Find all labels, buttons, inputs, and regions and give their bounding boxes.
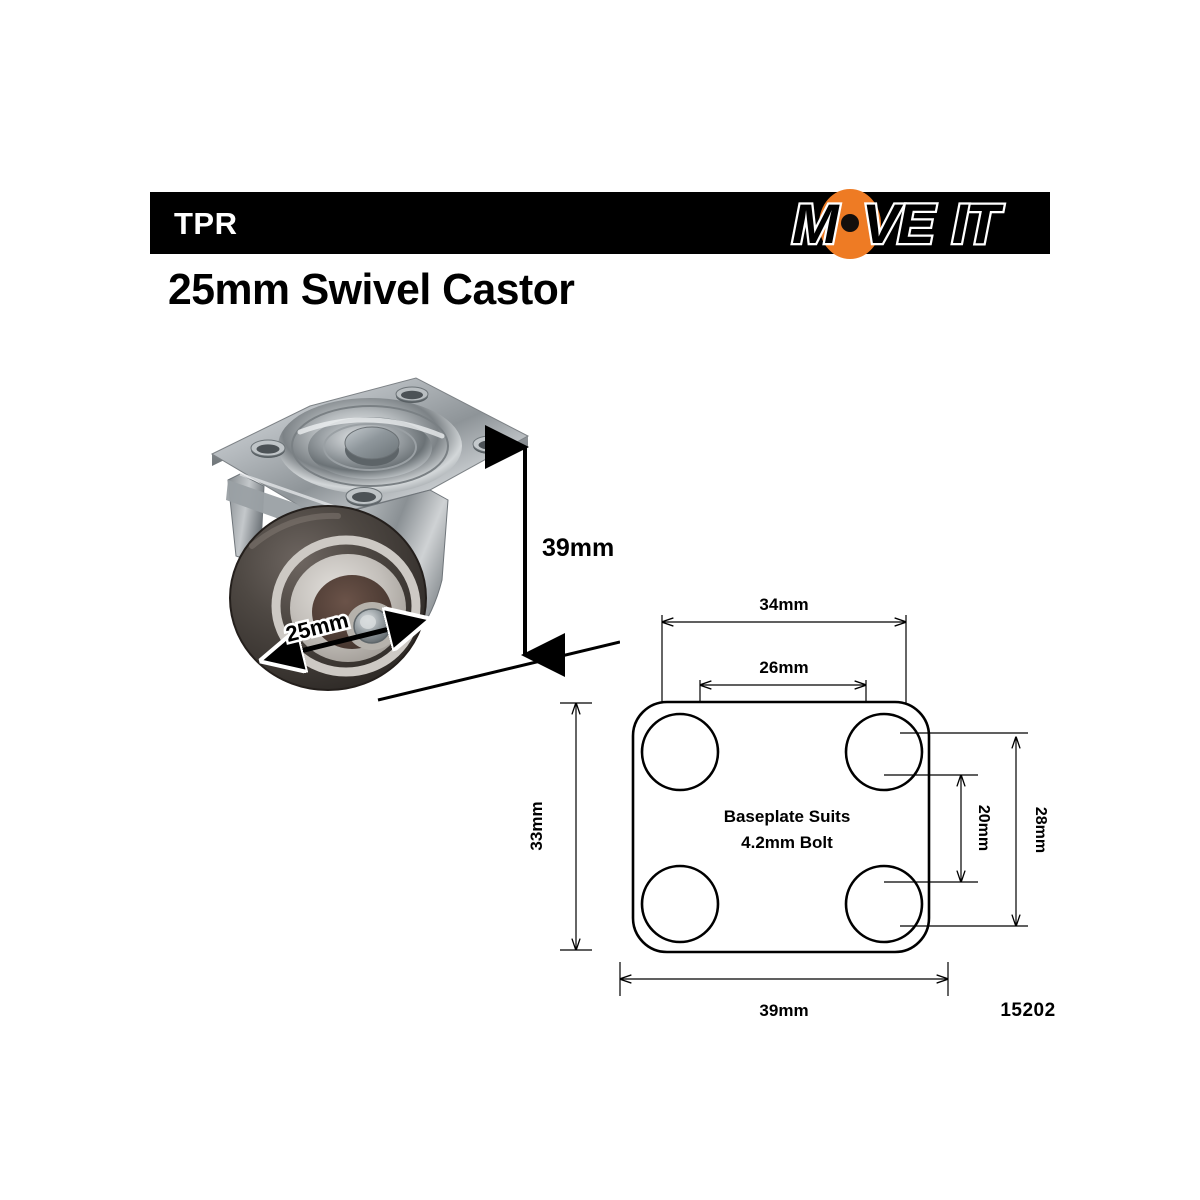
bolt-hole-top-right <box>844 712 924 792</box>
dimension-plate-length-bottom: 39mm <box>619 962 949 1020</box>
dimension-label-20mm: 20mm <box>975 805 992 851</box>
move-it-brand-logo: M VE IT <box>790 189 1009 259</box>
brand-wordmark: M VE IT <box>790 190 1009 258</box>
brand-letters-VE: VE <box>862 192 936 255</box>
dimension-plate-height-right: 28mm <box>900 732 1049 927</box>
swivel-raceway-groove-1 <box>291 405 449 487</box>
baseplate-diagram-panel: 34mm 26mm Baseplate Suits 4.2mm Bolt <box>500 560 1080 1030</box>
material-code-label: TPR <box>174 205 238 241</box>
bolt-hole-left-bore <box>256 444 280 454</box>
kingpin-rivet <box>344 426 400 460</box>
swivel-raceway-groove-2 <box>323 423 417 471</box>
dimension-label-39mm: 39mm <box>759 1001 808 1020</box>
baseplate-note-line-2: 4.2mm Bolt <box>741 833 833 852</box>
overall-height-label: 39mm <box>542 534 614 562</box>
header-bar: TPR M VE IT <box>150 189 1050 259</box>
castor-mounting-plate <box>210 377 530 519</box>
page-title: 25mm Swivel Castor <box>168 265 575 314</box>
brand-letter-M: M <box>792 192 840 255</box>
baseplate-note-line-1: Baseplate Suits <box>724 807 851 826</box>
overall-height-dimension: 39mm <box>377 425 620 702</box>
dimension-bolt-spacing-vertical: 20mm <box>884 774 992 883</box>
dimension-label-33mm: 33mm <box>527 801 546 850</box>
bolt-hole-bottom-right <box>844 864 924 944</box>
bolt-hole-right-bore <box>478 440 502 450</box>
wheel-tread-outline <box>229 505 427 691</box>
fork-highlight <box>239 472 339 510</box>
bolt-hole-top-bore <box>401 390 423 400</box>
wheel-diameter-arrow <box>264 620 426 660</box>
dimension-plate-height-left: 33mm <box>527 702 592 951</box>
brand-letters-IT: IT <box>952 192 1005 255</box>
dimension-label-26mm: 26mm <box>759 658 808 677</box>
ground-reference-line <box>377 640 620 702</box>
plate-highlight <box>297 417 445 439</box>
wheel-sheen <box>249 512 341 549</box>
baseplate-outline-group: Baseplate Suits 4.2mm Bolt <box>631 700 931 954</box>
dimension-label-34mm: 34mm <box>759 595 808 614</box>
brand-center-dot-icon <box>841 214 859 232</box>
part-number-label: 15202 <box>1000 1000 1055 1021</box>
dimension-label-28mm: 28mm <box>1032 807 1049 853</box>
castor-photo-panel: 25mm 39mm <box>180 350 620 760</box>
bolt-hole-top-left <box>640 712 720 792</box>
axle-highlight <box>360 615 376 629</box>
bolt-hole-bottom-left <box>640 864 720 944</box>
bolt-hole-bottom-bore <box>352 492 376 502</box>
castor-wheel <box>229 505 427 691</box>
